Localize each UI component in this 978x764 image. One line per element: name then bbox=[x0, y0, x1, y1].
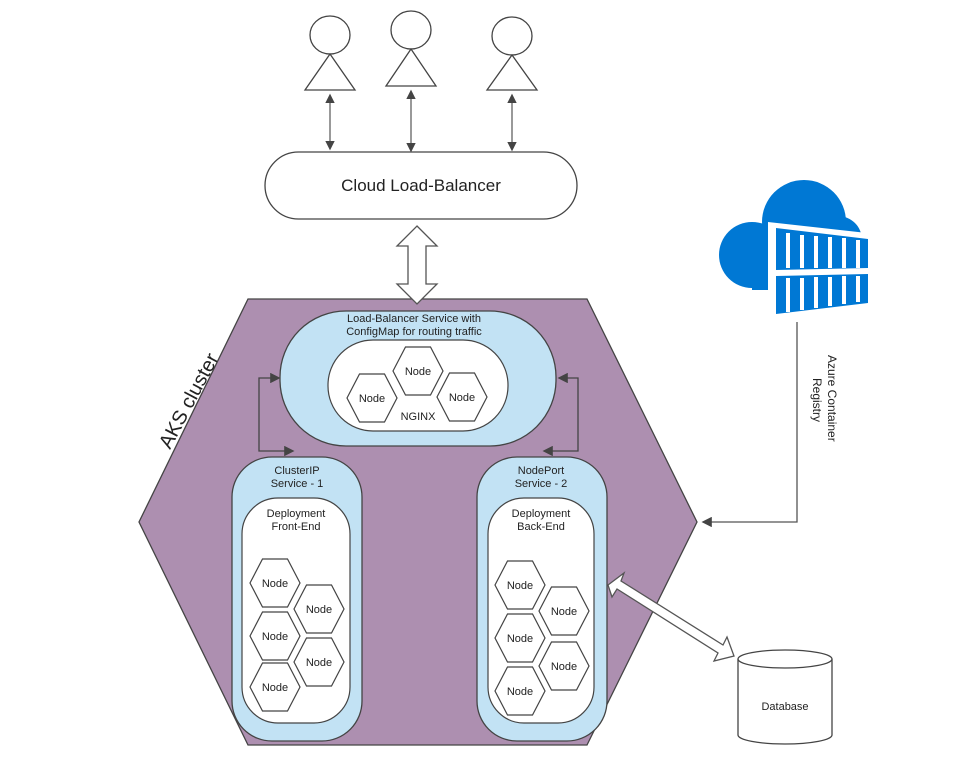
node-hexagon: Node bbox=[249, 662, 301, 712]
user-connectors bbox=[325, 89, 517, 153]
user-icon bbox=[384, 10, 438, 87]
nginx-label: NGINX bbox=[401, 411, 437, 423]
node-label: Node bbox=[262, 578, 288, 590]
backend-deploy-line2: Back-End bbox=[517, 521, 565, 533]
registry-line1: Azure Container bbox=[825, 355, 839, 442]
node-shape bbox=[436, 372, 488, 422]
node-shape bbox=[249, 611, 301, 661]
node-shape bbox=[293, 637, 345, 687]
service-connectors bbox=[258, 372, 579, 457]
node-shape bbox=[494, 613, 546, 663]
node-hexagon: Node bbox=[494, 666, 546, 716]
user-icon bbox=[485, 16, 539, 91]
node-hexagon: Node bbox=[293, 584, 345, 634]
clusterip-service: ClusterIP Service - 1 Deployment Front-E… bbox=[231, 456, 363, 742]
cloud-load-balancer: Cloud Load-Balancer bbox=[264, 151, 578, 220]
clusterip-line1: ClusterIP bbox=[274, 465, 319, 477]
node-hexagon: Node bbox=[293, 637, 345, 687]
node-label: Node bbox=[306, 657, 332, 669]
node-hexagon: Node bbox=[494, 613, 546, 663]
nodeport-line2: Service - 2 bbox=[515, 478, 568, 490]
node-label: Node bbox=[262, 631, 288, 643]
node-shape bbox=[346, 373, 398, 423]
node-hexagon: Node bbox=[249, 611, 301, 661]
node-shape bbox=[392, 346, 444, 396]
node-shape bbox=[494, 666, 546, 716]
node-label: Node bbox=[507, 580, 533, 592]
lb-service-line2: ConfigMap for routing traffic bbox=[346, 326, 482, 338]
node-hexagon: Node bbox=[346, 373, 398, 423]
node-label: Node bbox=[359, 393, 385, 405]
node-shape bbox=[293, 584, 345, 634]
node-shape bbox=[538, 586, 590, 636]
database-label: Database bbox=[761, 701, 808, 713]
nodeport-service: NodePort Service - 2 Deployment Back-End bbox=[476, 456, 608, 742]
node-hexagon: Node bbox=[494, 560, 546, 610]
node-label: Node bbox=[507, 633, 533, 645]
node-label: Node bbox=[262, 682, 288, 694]
node-label: Node bbox=[507, 686, 533, 698]
registry-line2: Registry bbox=[810, 378, 824, 422]
node-shape bbox=[249, 662, 301, 712]
registry-connector bbox=[701, 322, 798, 528]
node-shape bbox=[538, 641, 590, 691]
load-balancer-label: Cloud Load-Balancer bbox=[341, 176, 501, 195]
node-hexagon: Node bbox=[538, 641, 590, 691]
node-label: Node bbox=[551, 606, 577, 618]
node-label: Node bbox=[405, 366, 431, 378]
node-shape bbox=[249, 558, 301, 608]
node-hexagon: Node bbox=[249, 558, 301, 608]
node-hexagon: Node bbox=[436, 372, 488, 422]
node-label: Node bbox=[551, 661, 577, 673]
node-hexagon: Node bbox=[392, 346, 444, 396]
node-hexagon: Node bbox=[538, 586, 590, 636]
frontend-deploy-line2: Front-End bbox=[272, 521, 321, 533]
user-icon bbox=[303, 15, 357, 91]
backend-deploy-line1: Deployment bbox=[512, 508, 571, 520]
clusterip-line2: Service - 1 bbox=[271, 478, 324, 490]
lb-service-line1: Load-Balancer Service with bbox=[347, 313, 481, 325]
node-shape bbox=[494, 560, 546, 610]
double-block-arrow bbox=[395, 225, 439, 305]
nodeport-line1: NodePort bbox=[518, 465, 564, 477]
database-double-arrow bbox=[607, 571, 735, 662]
node-label: Node bbox=[306, 604, 332, 616]
azure-container-registry-icon bbox=[719, 180, 876, 322]
frontend-deploy-line1: Deployment bbox=[267, 508, 326, 520]
node-label: Node bbox=[449, 392, 475, 404]
database: Database bbox=[737, 649, 833, 745]
